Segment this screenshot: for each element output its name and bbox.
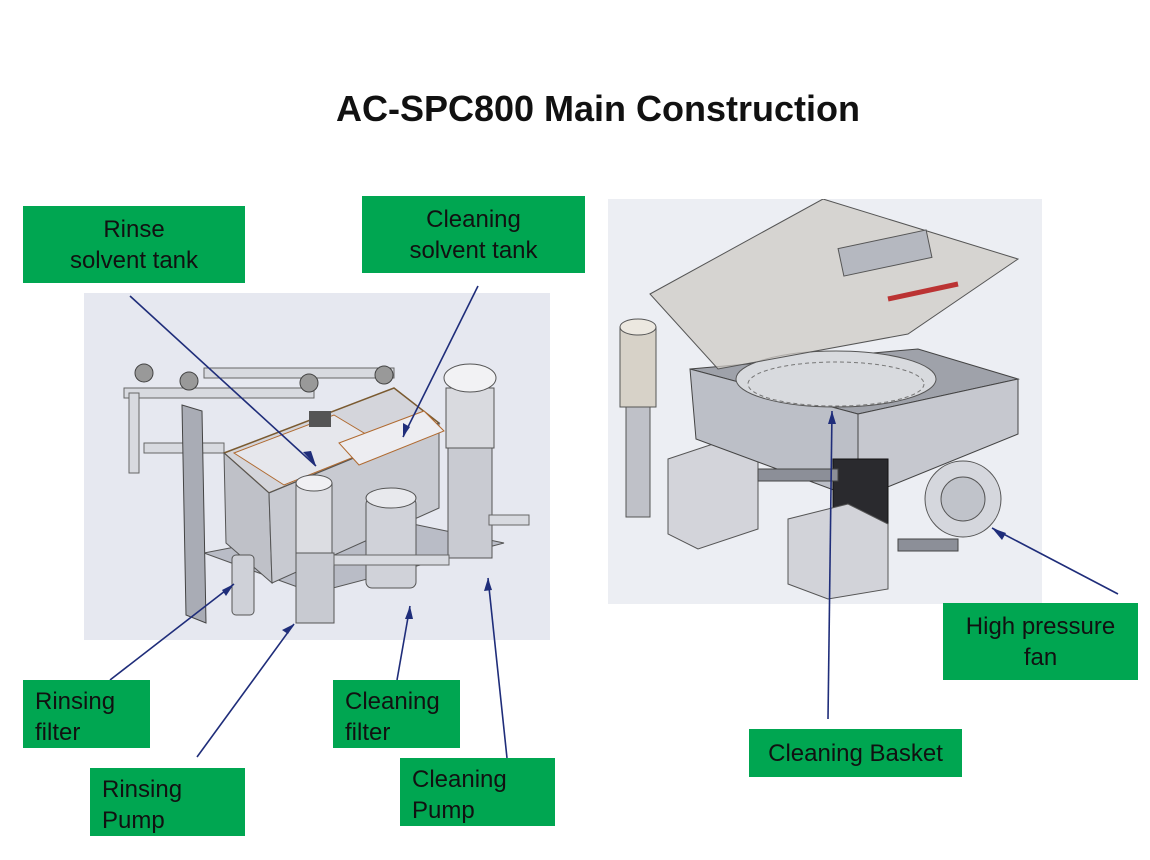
tank-assembly-illustration <box>84 293 550 640</box>
leader-rinsing-filter <box>109 583 235 681</box>
leader-cleaning-pump <box>487 577 508 759</box>
label-rinsing-filter: Rinsing filter <box>23 680 150 748</box>
label-cleaning-basket: Cleaning Basket <box>749 729 962 777</box>
leader-basket <box>827 410 833 720</box>
leader-fan <box>991 527 1119 595</box>
label-rinse-solvent-tank: Rinse solvent tank <box>23 206 245 283</box>
label-cleaning-pump: Cleaning Pump <box>400 758 555 826</box>
label-cleaning-solvent-tank: Cleaning solvent tank <box>362 196 585 273</box>
label-rinsing-pump: Rinsing Pump <box>90 768 245 836</box>
page-title: AC-SPC800 Main Construction <box>335 88 861 129</box>
label-cleaning-filter: Cleaning filter <box>333 680 460 748</box>
label-high-pressure-fan: High pressure fan <box>943 603 1138 680</box>
leader-cleaning-tank <box>402 285 479 438</box>
leader-rinsing-pump <box>196 623 295 758</box>
cleaning-chamber-illustration <box>608 199 1042 604</box>
leader-rinse-tank <box>129 295 317 467</box>
